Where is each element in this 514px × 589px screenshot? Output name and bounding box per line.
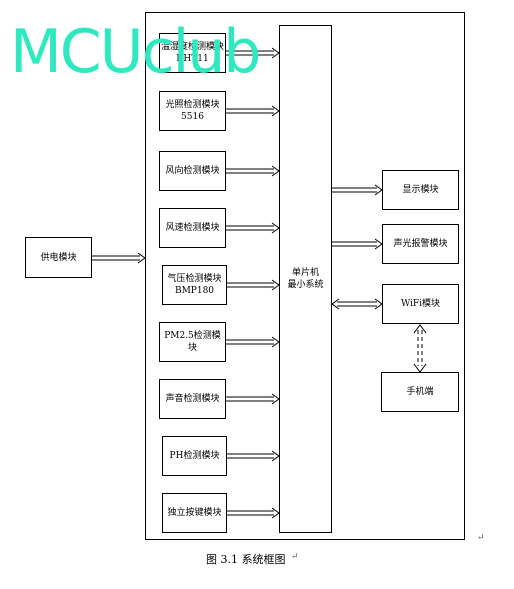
- input-arrow: [226, 393, 280, 405]
- input-arrow: [226, 222, 280, 234]
- output-arrow-alarm: [332, 238, 383, 250]
- phone-box: 手机端: [381, 372, 459, 412]
- input-arrow: [227, 450, 280, 462]
- input-module-label: 光照检测模块 5516: [165, 100, 220, 122]
- input-module-sound: 声音检测模块: [159, 379, 226, 419]
- paragraph-mark: ↵: [291, 552, 299, 562]
- phone-label: 手机端: [406, 387, 434, 397]
- input-module-label: 气压检测模块 BMP180: [167, 274, 222, 296]
- figure-caption: 图 3.1 系统框图: [206, 553, 286, 566]
- mcu-box: 单片机 最小系统: [279, 25, 332, 533]
- input-module-wind-direction: 风向检测模块: [159, 151, 226, 191]
- input-module-dht11: 温湿度检测模块 DHT11: [159, 33, 226, 73]
- output-arrow-display: [332, 184, 383, 196]
- wifi-bidirectional-arrow: [331, 298, 383, 310]
- output-module-label: 显示模块: [402, 185, 439, 195]
- output-module-label: WiFi模块: [400, 299, 441, 309]
- power-module-label: 供电模块: [40, 252, 77, 263]
- power-module-box: 供电模块: [25, 237, 92, 278]
- input-arrow: [226, 105, 280, 117]
- input-module-label: PM2.5检测模块: [164, 331, 221, 353]
- input-module-light: 光照检测模块 5516: [159, 91, 226, 131]
- system-frame: [145, 12, 465, 540]
- input-arrow: [226, 336, 280, 348]
- input-module-label: 温湿度检测模块 DHT11: [160, 42, 224, 64]
- input-module-pm25: PM2.5检测模块: [159, 322, 226, 362]
- input-module-label: 风速检测模块: [165, 223, 220, 233]
- input-module-label: 独立按键模块: [167, 508, 222, 518]
- wifi-phone-dashed-link: [413, 324, 427, 373]
- output-module-display: 显示模块: [382, 170, 459, 210]
- output-module-alarm: 声光报警模块: [382, 224, 459, 264]
- power-arrow: [92, 252, 146, 264]
- mcu-label: 单片机 最小系统: [287, 268, 324, 290]
- input-arrow: [226, 165, 280, 177]
- input-module-label: PH检测模块: [169, 451, 220, 461]
- input-module-keys: 独立按键模块: [162, 493, 227, 533]
- input-module-label: 声音检测模块: [165, 394, 220, 404]
- output-module-label: 声光报警模块: [393, 239, 448, 249]
- input-arrow: [227, 279, 280, 291]
- input-arrow: [227, 507, 280, 519]
- input-module-label: 风向检测模块: [165, 166, 220, 176]
- input-module-pressure: 气压检测模块 BMP180: [162, 265, 227, 305]
- output-module-wifi: WiFi模块: [382, 284, 459, 324]
- input-module-wind-speed: 风速检测模块: [159, 208, 226, 248]
- input-arrow: [226, 47, 280, 59]
- paragraph-mark: ↵: [477, 533, 485, 543]
- input-module-ph: PH检测模块: [162, 436, 227, 476]
